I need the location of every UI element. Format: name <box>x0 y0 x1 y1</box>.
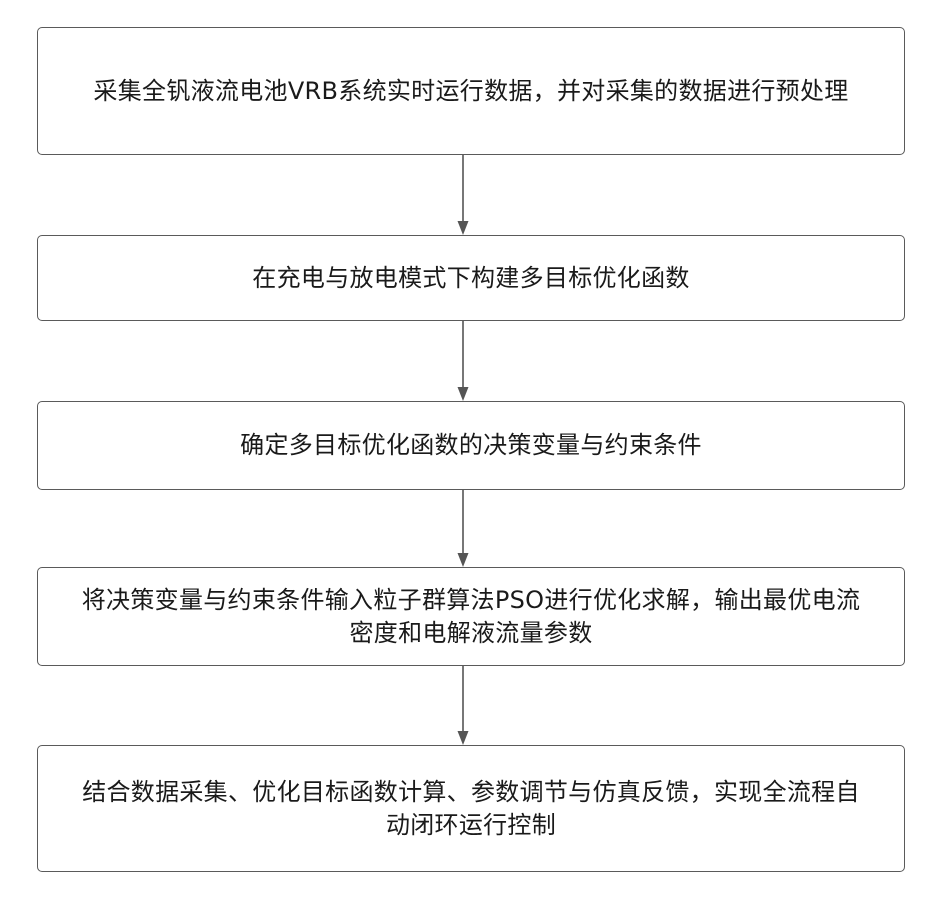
arrow-down-icon <box>456 155 470 235</box>
step-box-5: 结合数据采集、优化目标函数计算、参数调节与仿真反馈，实现全流程自动闭环运行控制 <box>37 745 905 872</box>
step-text-3: 确定多目标优化函数的决策变量与约束条件 <box>240 429 702 462</box>
step-box-3: 确定多目标优化函数的决策变量与约束条件 <box>37 401 905 490</box>
arrow-down-icon <box>456 666 470 745</box>
step-text-4: 将决策变量与约束条件输入粒子群算法PSO进行优化求解，输出最优电流密度和电解液流… <box>71 584 871 650</box>
step-box-2: 在充电与放电模式下构建多目标优化函数 <box>37 235 905 321</box>
arrow-down-icon <box>456 321 470 401</box>
step-text-1: 采集全钒液流电池VRB系统实时运行数据，并对采集的数据进行预处理 <box>71 75 871 108</box>
step-text-2: 在充电与放电模式下构建多目标优化函数 <box>252 262 689 295</box>
step-box-1: 采集全钒液流电池VRB系统实时运行数据，并对采集的数据进行预处理 <box>37 27 905 155</box>
arrow-down-icon <box>456 490 470 567</box>
step-box-4: 将决策变量与约束条件输入粒子群算法PSO进行优化求解，输出最优电流密度和电解液流… <box>37 567 905 666</box>
step-text-5: 结合数据采集、优化目标函数计算、参数调节与仿真反馈，实现全流程自动闭环运行控制 <box>71 776 871 842</box>
